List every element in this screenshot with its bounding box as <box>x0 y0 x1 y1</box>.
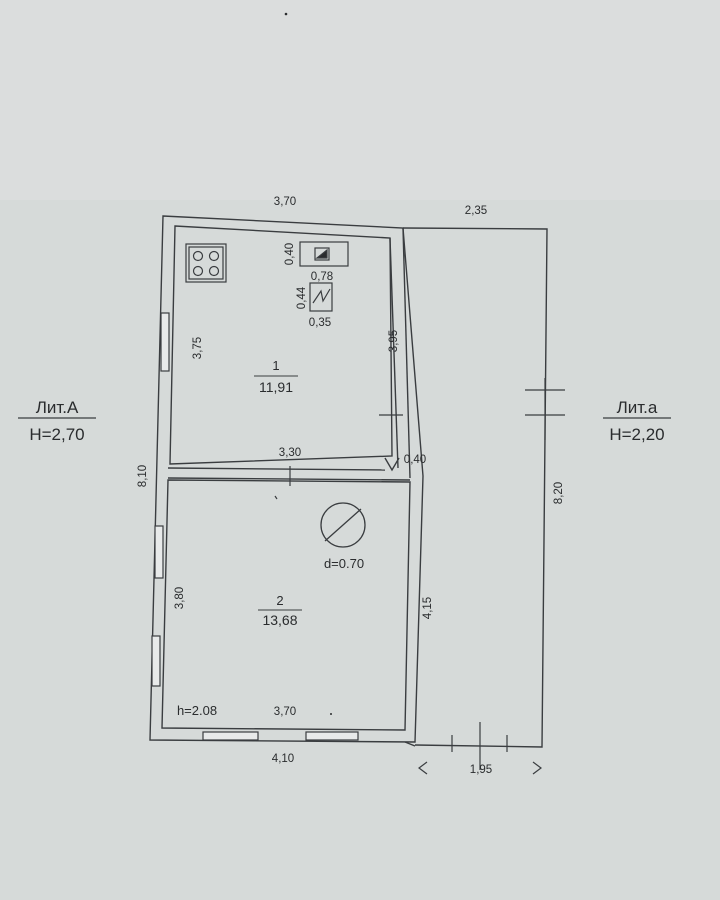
dim-room-1-left: 3,75 <box>192 337 204 359</box>
window-bottom-right <box>305 731 359 741</box>
annex-wall <box>402 227 548 748</box>
lit-annex-label: Лит.а <box>617 398 658 417</box>
fixture-icon <box>309 282 333 312</box>
dim-partition: 3,30 <box>279 447 301 459</box>
dim-room-2-left: 3,80 <box>174 587 186 609</box>
arrow-right <box>532 761 542 775</box>
dim-annex-right: 8,20 <box>553 482 565 504</box>
dim-top-annex: 2,35 <box>465 205 487 217</box>
lit-main-block: Лит.А H=2,70 <box>18 398 96 444</box>
paper-light-band <box>0 0 720 200</box>
paper-speck <box>330 713 332 715</box>
window-left-room-1 <box>160 312 170 372</box>
dim-fixture-depth: 0,44 <box>296 286 308 309</box>
door-marker <box>384 457 400 472</box>
dim-sink-depth: 0,40 <box>284 243 296 265</box>
ceiling-height-label: h=2.08 <box>177 703 217 718</box>
room-2-area: 13,68 <box>262 612 297 628</box>
windows <box>151 312 359 741</box>
dim-sink-width: 0,78 <box>311 271 333 283</box>
window-bottom-left <box>202 731 259 741</box>
window-left-room-2-lower <box>151 635 161 687</box>
height-annex-label: H=2,20 <box>609 425 664 444</box>
partition-wall-bottom <box>167 477 411 481</box>
room-2-label: 2 13,68 <box>258 593 302 628</box>
room-1-right-wall <box>389 237 399 469</box>
stove-diameter-label: d=0.70 <box>324 556 364 571</box>
sink-icon <box>299 241 349 267</box>
annex-bottom-join <box>404 741 416 747</box>
lit-annex-block: Лит.а H=2,20 <box>603 398 671 444</box>
room-2-number: 2 <box>276 593 283 608</box>
room-1-right-wall-outer <box>402 227 411 479</box>
window-left-room-2-upper <box>154 525 164 579</box>
dim-fixture-width: 0,35 <box>309 317 331 329</box>
dim-partition-offset: 0,40 <box>404 454 426 466</box>
paper-speck <box>284 12 288 16</box>
annex-width-arrows <box>418 761 542 775</box>
room-1-inner-wall <box>169 225 393 465</box>
dim-room-1-right: 3,95 <box>388 330 400 352</box>
dim-total-left: 8,10 <box>137 465 149 487</box>
dim-annex-bottom: 1,95 <box>470 764 492 776</box>
partition-wall-top <box>167 467 386 471</box>
room-1-area: 11,91 <box>259 379 293 395</box>
round-stove-icon <box>320 502 366 548</box>
lit-main-label: Лит.А <box>36 398 79 417</box>
room-1-number: 1 <box>272 358 279 373</box>
dim-room-2-right: 4,15 <box>422 597 434 619</box>
room-2-inner-wall <box>161 479 411 731</box>
dim-top-main: 3,70 <box>274 196 296 208</box>
dim-bottom-total: 4,10 <box>272 753 294 765</box>
stove-icon <box>185 243 227 283</box>
arrow-left <box>418 761 428 775</box>
dimension-ticks <box>274 378 565 770</box>
dim-room-2-bottom: 3,70 <box>274 706 296 718</box>
room-1-label: 1 11,91 <box>254 358 298 395</box>
height-main-label: H=2,70 <box>29 425 84 444</box>
